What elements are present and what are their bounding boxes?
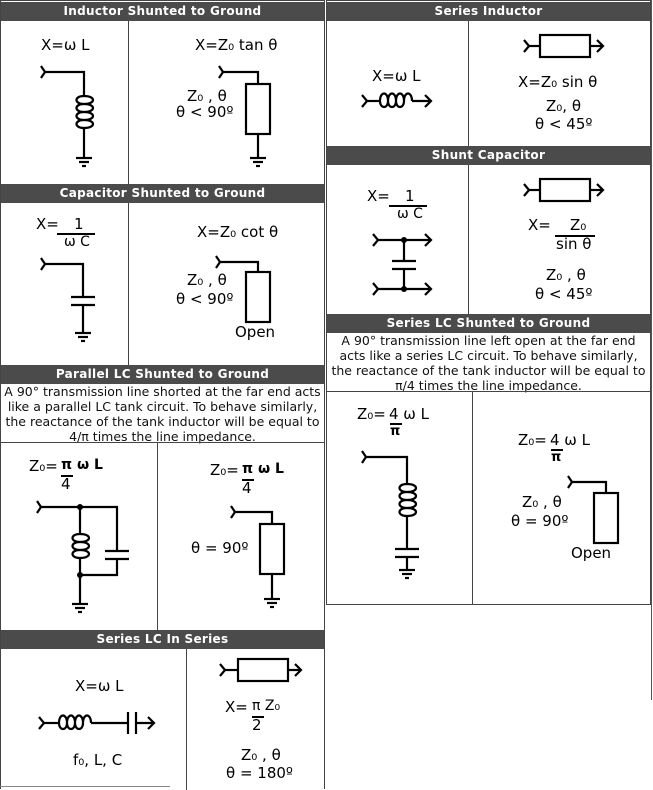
- shunt-capacitor-schematic: [372, 233, 433, 296]
- divider: [468, 165, 469, 314]
- series-inductor-schematic: [361, 92, 433, 109]
- open-stub-schematic: [567, 475, 620, 545]
- line-numerator: 4 ω L: [550, 431, 590, 449]
- line-condition: θ < 90º: [176, 103, 234, 121]
- line-condition: θ < 45º: [535, 115, 593, 133]
- lumped-denominator: π: [390, 424, 401, 439]
- fraction-bar: [242, 479, 254, 481]
- line-numerator: Z₀: [570, 216, 587, 234]
- series-lc-schematic: [38, 712, 156, 734]
- section-header-series-inductor: Series Inductor: [327, 2, 650, 21]
- left-column: Inductor Shunted to Ground X=ω L X=Z₀ ta…: [0, 0, 325, 790]
- line-numerator: π ω L: [242, 461, 284, 477]
- lumped-equation: X=ω L: [372, 67, 421, 85]
- divider: [1, 442, 324, 443]
- page-edge: [651, 0, 652, 700]
- lumped-denominator: ω C: [397, 206, 423, 222]
- fraction-bar: [61, 475, 73, 477]
- series-lc-to-ground-schematic: [361, 450, 419, 580]
- line-condition: θ = 90º: [511, 512, 569, 530]
- line-params: Z₀ , θ: [522, 493, 562, 511]
- lumped-numerator: 1: [405, 187, 415, 205]
- divider: [468, 21, 469, 146]
- series-line-schematic: [219, 657, 303, 683]
- line-params: Z₀, θ: [546, 97, 582, 115]
- lumped-numerator: π ω L: [61, 457, 103, 473]
- fraction-bar: [57, 233, 95, 235]
- lumped-eq-prefix: X=: [36, 215, 59, 233]
- series-line-schematic: [523, 177, 605, 203]
- inductor-to-ground-schematic: [40, 65, 95, 168]
- lumped-numerator: 1: [74, 215, 84, 233]
- right-column: Series Inductor X=ω L X=Z₀ sin θ Z₀, θ θ…: [326, 0, 651, 605]
- line-params: Z₀ , θ: [187, 87, 227, 105]
- divider: [186, 649, 187, 790]
- section-description: A 90° transmission line shorted at the f…: [4, 384, 321, 444]
- lumped-params: f₀, L, C: [73, 751, 123, 769]
- divider: [327, 391, 650, 392]
- shorted-stub-schematic: [218, 65, 272, 168]
- line-condition: θ < 45º: [535, 285, 593, 303]
- lumped-numerator: 4 ω L: [389, 405, 429, 423]
- lumped-denominator: ω C: [64, 234, 90, 250]
- fraction-bar: [555, 235, 595, 237]
- bottom-rule: [0, 786, 170, 787]
- line-eq-prefix: X=: [528, 216, 551, 234]
- line-eq-prefix: Z₀=: [210, 461, 239, 479]
- lumped-eq-prefix: Z₀=: [29, 457, 58, 475]
- line-equation: X=Z₀ cot θ: [197, 223, 279, 241]
- line-condition: θ = 90º: [191, 539, 249, 557]
- lumped-equation: X=ω L: [41, 36, 90, 54]
- section-header-shunt-capacitor: Shunt Capacitor: [327, 146, 650, 165]
- lumped-denominator: 4: [61, 475, 71, 493]
- line-condition: θ < 90º: [176, 290, 234, 308]
- line-params: Z₀ , θ: [241, 746, 281, 764]
- lumped-eq-prefix: Z₀=: [357, 405, 386, 423]
- parallel-lc-schematic: [36, 500, 129, 614]
- open-stub-schematic: [215, 255, 272, 324]
- capacitor-to-ground-schematic: [40, 257, 95, 343]
- divider: [157, 442, 158, 630]
- line-end-label: Open: [571, 544, 612, 562]
- line-end-label: Open: [235, 323, 276, 341]
- line-params: Z₀ , θ: [546, 266, 586, 284]
- divider: [472, 391, 473, 605]
- section-header-series-lc-in-series: Series LC In Series: [1, 630, 324, 649]
- line-eq-prefix: Z₀=: [518, 431, 547, 449]
- section-header-inductor-shunted: Inductor Shunted to Ground: [1, 2, 324, 21]
- line-equation: X=Z₀ tan θ: [195, 36, 278, 54]
- fraction-bar: [389, 205, 427, 207]
- line-denominator: 4: [242, 479, 252, 497]
- fraction-bar: [390, 423, 402, 425]
- lumped-eq-prefix: X=: [367, 187, 390, 205]
- line-condition: θ = 180º: [226, 764, 293, 782]
- line-numerator: π Z₀: [252, 698, 281, 714]
- lumped-equation: X=ω L: [75, 677, 124, 695]
- series-line-schematic: [523, 33, 605, 59]
- line-denominator: sin θ: [556, 235, 592, 253]
- shorted-stub-schematic: [230, 505, 286, 609]
- fraction-bar: [551, 449, 563, 451]
- section-header-parallel-lc: Parallel LC Shunted to Ground: [1, 365, 324, 384]
- section-header-capacitor-shunted: Capacitor Shunted to Ground: [1, 184, 324, 203]
- line-equation: X=Z₀ sin θ: [518, 73, 598, 91]
- fraction-bar: [252, 716, 264, 718]
- section-header-series-lc-shunted: Series LC Shunted to Ground: [327, 314, 650, 333]
- divider: [128, 21, 129, 184]
- section-description: A 90° transmission line left open at the…: [331, 333, 646, 393]
- line-eq-prefix: X=: [225, 698, 248, 716]
- line-denominator: π: [551, 450, 562, 465]
- divider: [128, 203, 129, 365]
- line-params: Z₀ , θ: [187, 271, 227, 289]
- line-denominator: 2: [252, 716, 262, 734]
